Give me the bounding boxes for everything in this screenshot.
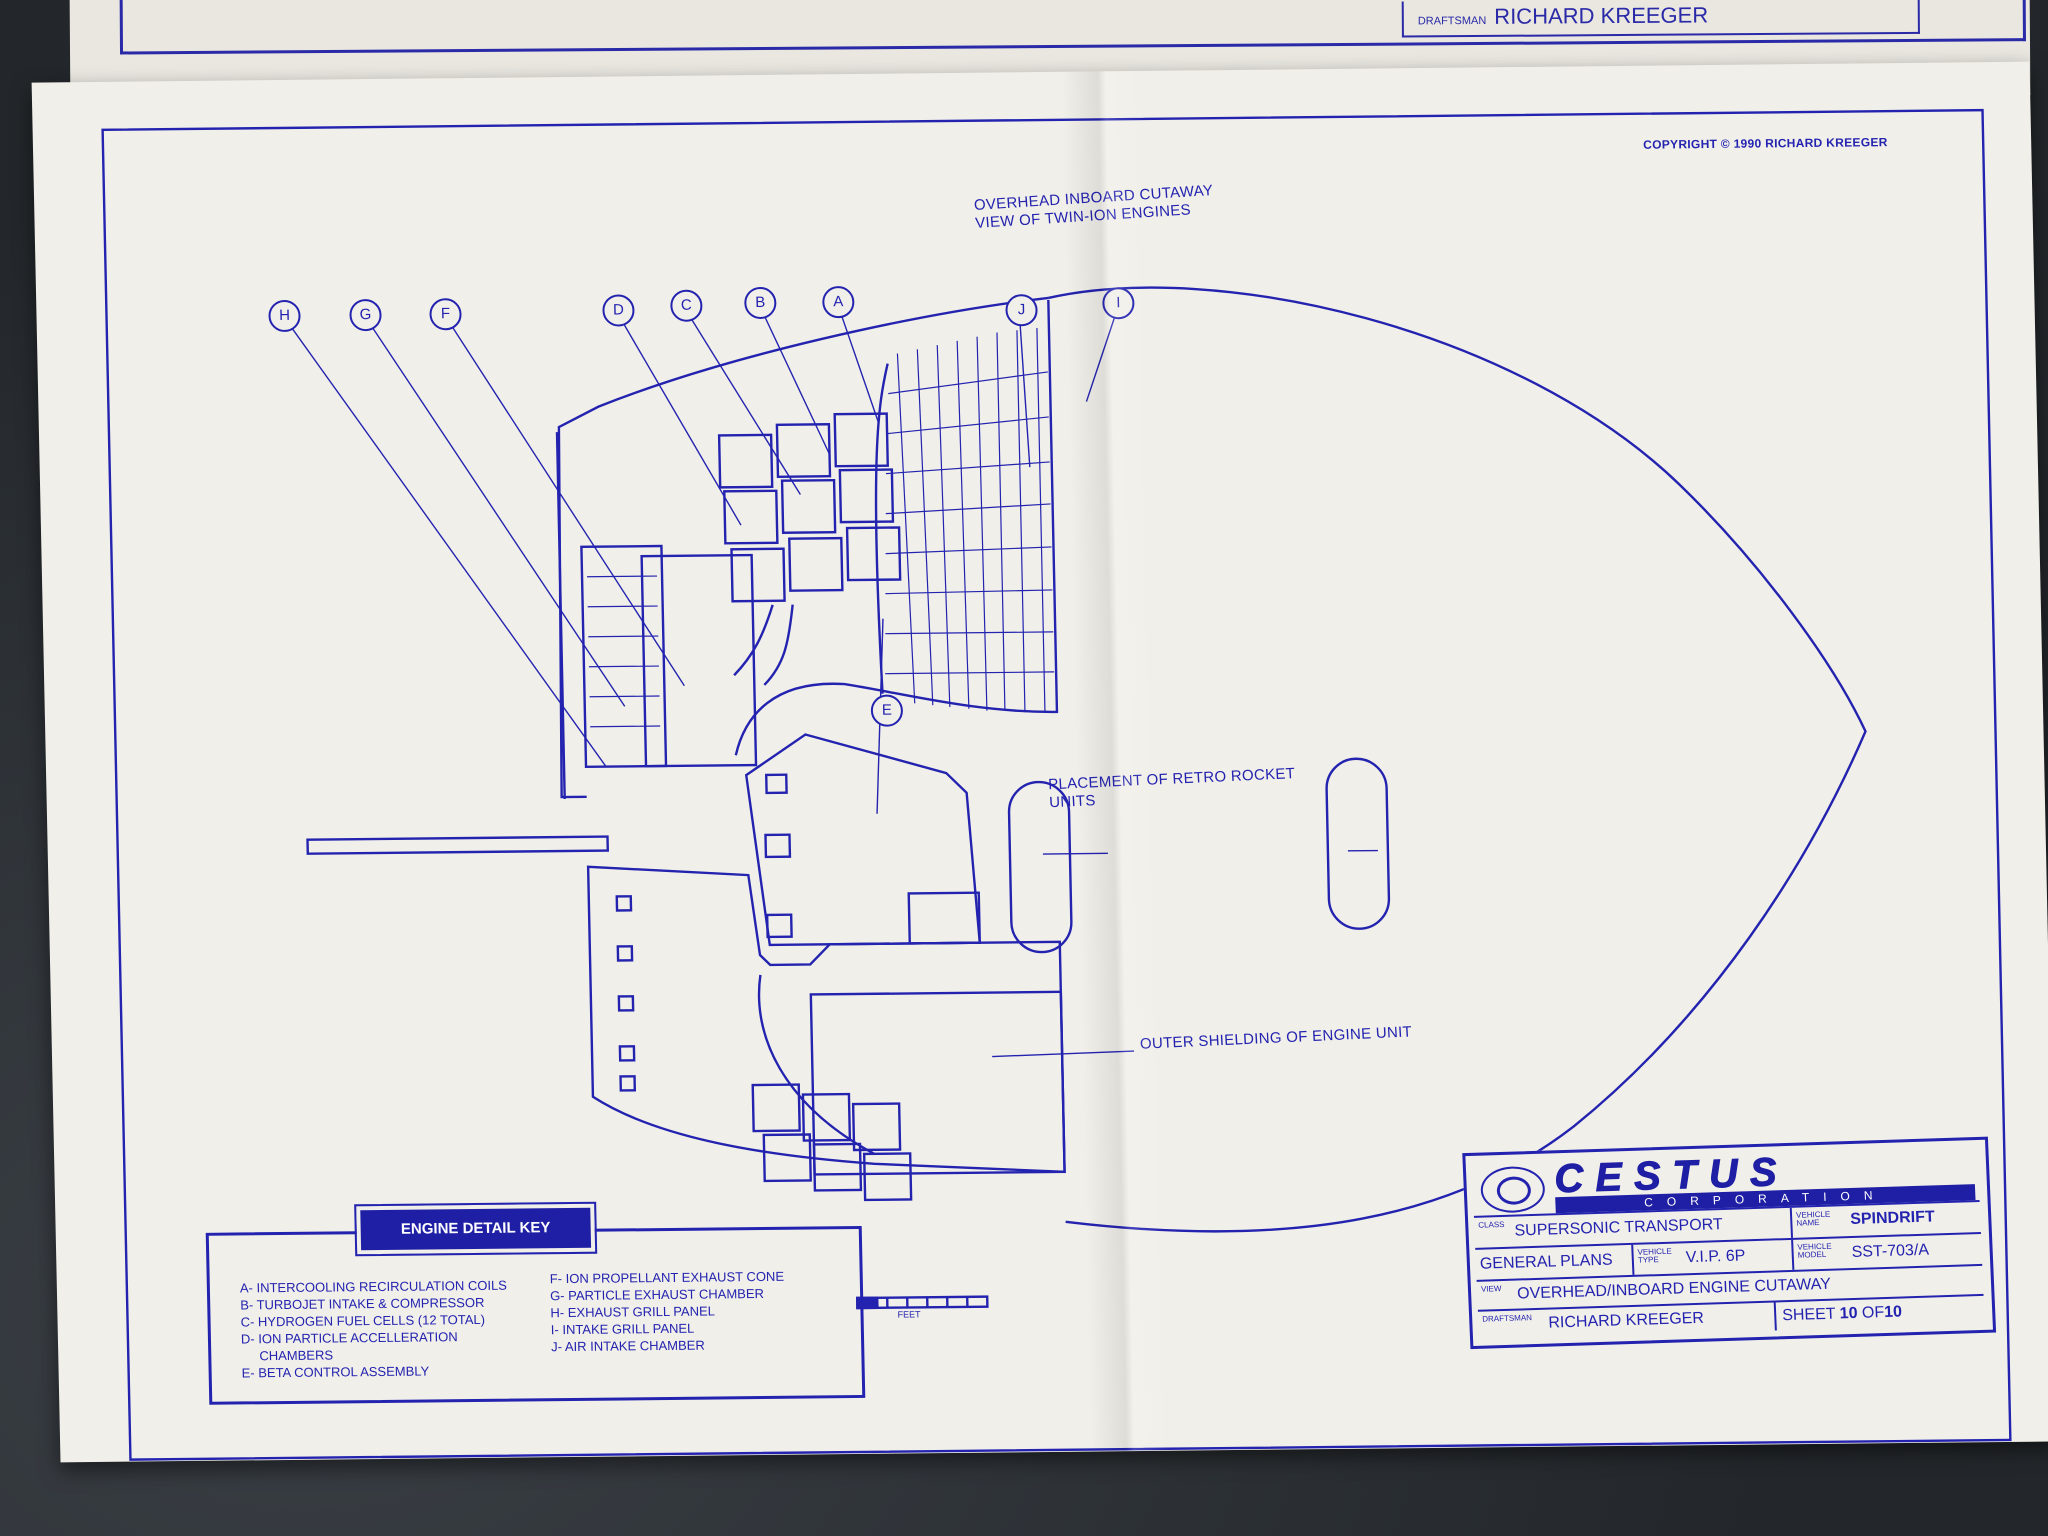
engine-detail-key: ENGINE DETAIL KEY A- INTERCOOLING RECIRC…	[205, 1201, 866, 1405]
callout-a: A	[822, 285, 855, 319]
exhaust-chamber	[640, 553, 758, 768]
view-label: VIEW	[1480, 1284, 1502, 1294]
vehicle-name-label: VEHICLE NAME	[1795, 1209, 1831, 1228]
antenna	[306, 835, 610, 855]
scale-label: FEET	[897, 1309, 921, 1320]
intake-grill-lines	[885, 328, 1055, 713]
vehicle-model-label: VEHICLE MODEL	[1797, 1241, 1832, 1260]
key-item: E- BETA CONTROL ASSEMBLY	[241, 1363, 430, 1381]
callout-b: B	[744, 286, 777, 320]
retro-rocket-right	[1325, 757, 1391, 930]
plans-value: GENERAL PLANS	[1479, 1251, 1613, 1273]
fuel-cells-upper	[717, 412, 902, 603]
beta-control-assembly	[744, 733, 982, 947]
callout-i: I	[1102, 287, 1135, 320]
lower-engine-housing	[586, 865, 1066, 1174]
sheet-num: 10	[1839, 1304, 1858, 1323]
view-value: OVERHEAD/INBOARD ENGINE CUTAWAY	[1516, 1275, 1832, 1303]
sheet-total: 10	[1883, 1303, 1903, 1322]
back-draftsman-label: DRAFTSMAN	[1417, 14, 1487, 28]
copyright: COPYRIGHT © 1990 RICHARD KREEGER	[1643, 135, 1888, 152]
key-item: G- PARTICLE EXHAUST CHAMBER	[549, 1285, 765, 1304]
callout-c: C	[670, 289, 703, 322]
key-column-left: A- INTERCOOLING RECIRCULATION COILS B- T…	[240, 1277, 509, 1382]
key-item: J- AIR INTAKE CHAMBER	[551, 1337, 705, 1355]
key-title: ENGINE DETAIL KEY	[354, 1201, 598, 1257]
retro-rocket-left	[1007, 780, 1073, 954]
callout-j: J	[1005, 294, 1038, 327]
back-sheet-draftsman: DRAFTSMAN RICHARD KREEGER	[1401, 0, 1920, 38]
title-block: CESTUS CORPORATION CLASS SUPERSONIC TRAN…	[1462, 1136, 1997, 1350]
hull-outline	[1048, 286, 1867, 1233]
back-draftsman-name: RICHARD KREEGER	[1494, 2, 1709, 29]
callout-f: F	[429, 298, 462, 331]
sheet-of: OF	[1861, 1304, 1885, 1322]
vehicle-name: SPINDRIFT	[1849, 1208, 1936, 1229]
callout-d: D	[602, 294, 635, 327]
exhaust-grill	[580, 544, 668, 769]
key-column-right: F- ION PROPELLANT EXHAUST CONE G- PARTIC…	[550, 1268, 786, 1355]
vehicle-model: SST-703/A	[1851, 1241, 1930, 1262]
class-value: SUPERSONIC TRANSPORT	[1514, 1216, 1724, 1240]
tb-divider	[1789, 1207, 1794, 1238]
callout-h: H	[268, 299, 301, 333]
upper-engine-housing	[557, 296, 1049, 799]
blueprint-drawing	[101, 108, 2012, 1461]
callout-g: G	[349, 298, 382, 332]
tb-divider	[1773, 1302, 1777, 1331]
draftsman-name: RICHARD KREEGER	[1548, 1309, 1705, 1332]
callout-e: E	[870, 694, 904, 727]
sheet-label: SHEET	[1781, 1305, 1836, 1325]
sheet-number: SHEET 10 OF10	[1782, 1303, 1902, 1325]
draftsman-label: DRAFTSMAN	[1482, 1313, 1533, 1324]
blueprint-sheet: COPYRIGHT © 1990 RICHARD KREEGER OVERHEA…	[31, 61, 2048, 1463]
cestus-emblem-icon	[1479, 1165, 1546, 1214]
class-label: CLASS	[1478, 1219, 1505, 1230]
vehicle-type-label: VEHICLE TYPE	[1637, 1246, 1672, 1265]
tb-divider	[1791, 1239, 1795, 1270]
fuel-cells-lower	[751, 1083, 913, 1202]
key-item: C- HYDROGEN FUEL CELLS (12 TOTAL)	[240, 1311, 486, 1330]
tb-divider	[1631, 1244, 1635, 1275]
vehicle-type: V.I.P. 6P	[1685, 1247, 1746, 1267]
sheet-border	[101, 108, 2012, 1461]
